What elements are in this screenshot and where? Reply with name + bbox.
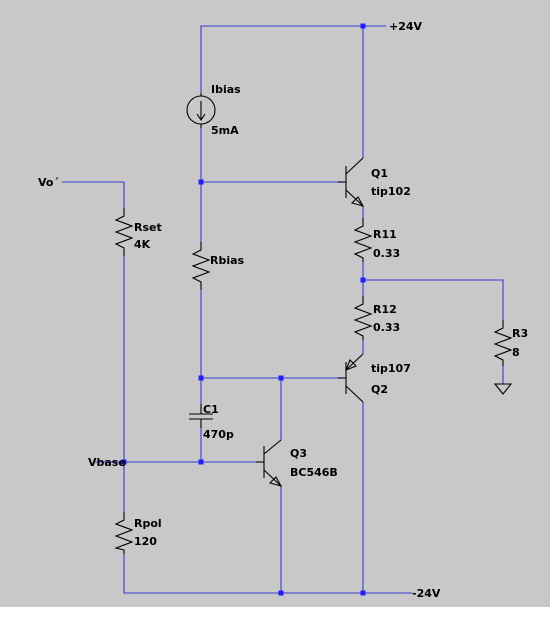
label-rpol-name: Rpol [134, 517, 162, 530]
current-source-ibias [186, 93, 216, 128]
schematic-background [0, 0, 550, 607]
label-vo: Vo´ [38, 176, 59, 189]
label-r11-name: R11 [373, 228, 397, 241]
label-c1-value: 470p [203, 428, 234, 441]
label-ibias-name: Ibias [211, 83, 241, 96]
label-r12-name: R12 [373, 303, 397, 316]
label-c1-name: C1 [203, 403, 219, 416]
label-r12-value: 0.33 [373, 321, 400, 334]
junction-c1-q3 [198, 459, 204, 465]
wire-top-rail [200, 25, 364, 158]
resistor-r12 [353, 296, 373, 340]
capacitor-c1 [189, 404, 213, 428]
label-r3-name: R3 [512, 327, 528, 340]
label-rset-name: Rset [134, 221, 162, 234]
label-r11-value: 0.33 [373, 247, 400, 260]
label-r3-value: 8 [512, 346, 520, 359]
wire-bottom-rail [123, 554, 412, 594]
label-q1-value: tip102 [371, 185, 411, 198]
wire-vo [62, 181, 125, 208]
label-q1-name: Q1 [371, 167, 388, 180]
wire-output [363, 279, 504, 320]
resistor-rbias [191, 242, 211, 290]
wires [62, 25, 504, 594]
transistor-q2 [338, 353, 364, 403]
junctions [121, 23, 366, 596]
ground-symbol [493, 383, 513, 395]
label-q3-name: Q3 [290, 447, 307, 460]
label-vbase: Vbase [88, 456, 126, 469]
transistor-q3 [256, 439, 283, 487]
label-rset-value: 4K [134, 238, 151, 251]
labels: +24V -24V Vo´ Vbase Ibias 5mA Rbias Rset… [38, 20, 528, 600]
junction-bottom-q3 [278, 590, 284, 596]
label-rbias-name: Rbias [210, 254, 245, 267]
resistor-rset [114, 208, 134, 256]
resistor-r3 [493, 320, 513, 366]
junction-vpos [360, 23, 366, 29]
label-q3-value: BC546B [290, 466, 338, 479]
junction-q1-base [198, 179, 204, 185]
label-q2-value: tip107 [371, 362, 411, 375]
resistor-r11 [353, 218, 373, 262]
junction-q2-base-right [278, 375, 284, 381]
resistor-rpol [114, 512, 134, 554]
label-vneg: -24V [412, 587, 441, 600]
junction-output [360, 277, 366, 283]
label-rpol-value: 120 [134, 535, 157, 548]
junction-vneg [360, 590, 366, 596]
label-ibias-value: 5mA [211, 124, 239, 137]
label-q2-name: Q2 [371, 383, 388, 396]
junction-q2-base-left [198, 375, 204, 381]
label-vpos: +24V [389, 20, 423, 33]
junction-vbase [121, 459, 127, 465]
transistor-q1 [338, 157, 365, 207]
